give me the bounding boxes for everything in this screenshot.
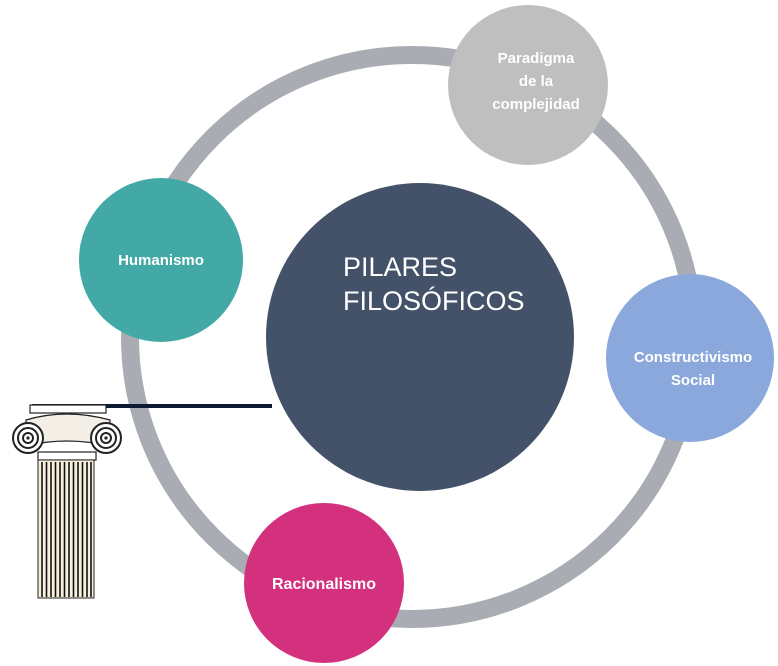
node-paradigma-de-la-complejidad: Paradigma de la complejidad bbox=[448, 5, 608, 165]
ionic-column-icon bbox=[12, 404, 122, 599]
node-label-line: complejidad bbox=[492, 96, 580, 113]
center-circle bbox=[266, 183, 574, 491]
node-circle bbox=[244, 503, 404, 663]
node-label-line: Racionalismo bbox=[272, 576, 376, 593]
node-label-line: Humanismo bbox=[118, 252, 204, 269]
node-circle bbox=[448, 5, 608, 165]
node-label-line: Paradigma bbox=[498, 50, 575, 67]
node-circle bbox=[79, 178, 243, 342]
node-label-line: de la bbox=[519, 73, 554, 90]
node-label-line: Social bbox=[671, 372, 715, 389]
node-humanismo: Humanismo bbox=[79, 178, 243, 342]
center-title-line1: PILARES bbox=[343, 252, 457, 282]
center-title-line2: FILOSÓFICOS bbox=[343, 285, 525, 316]
node-constructivismo-social: Constructivismo Social bbox=[606, 274, 774, 442]
node-racionalismo: Racionalismo bbox=[244, 503, 404, 663]
node-circle bbox=[606, 274, 774, 442]
node-label-line: Constructivismo bbox=[634, 349, 752, 366]
